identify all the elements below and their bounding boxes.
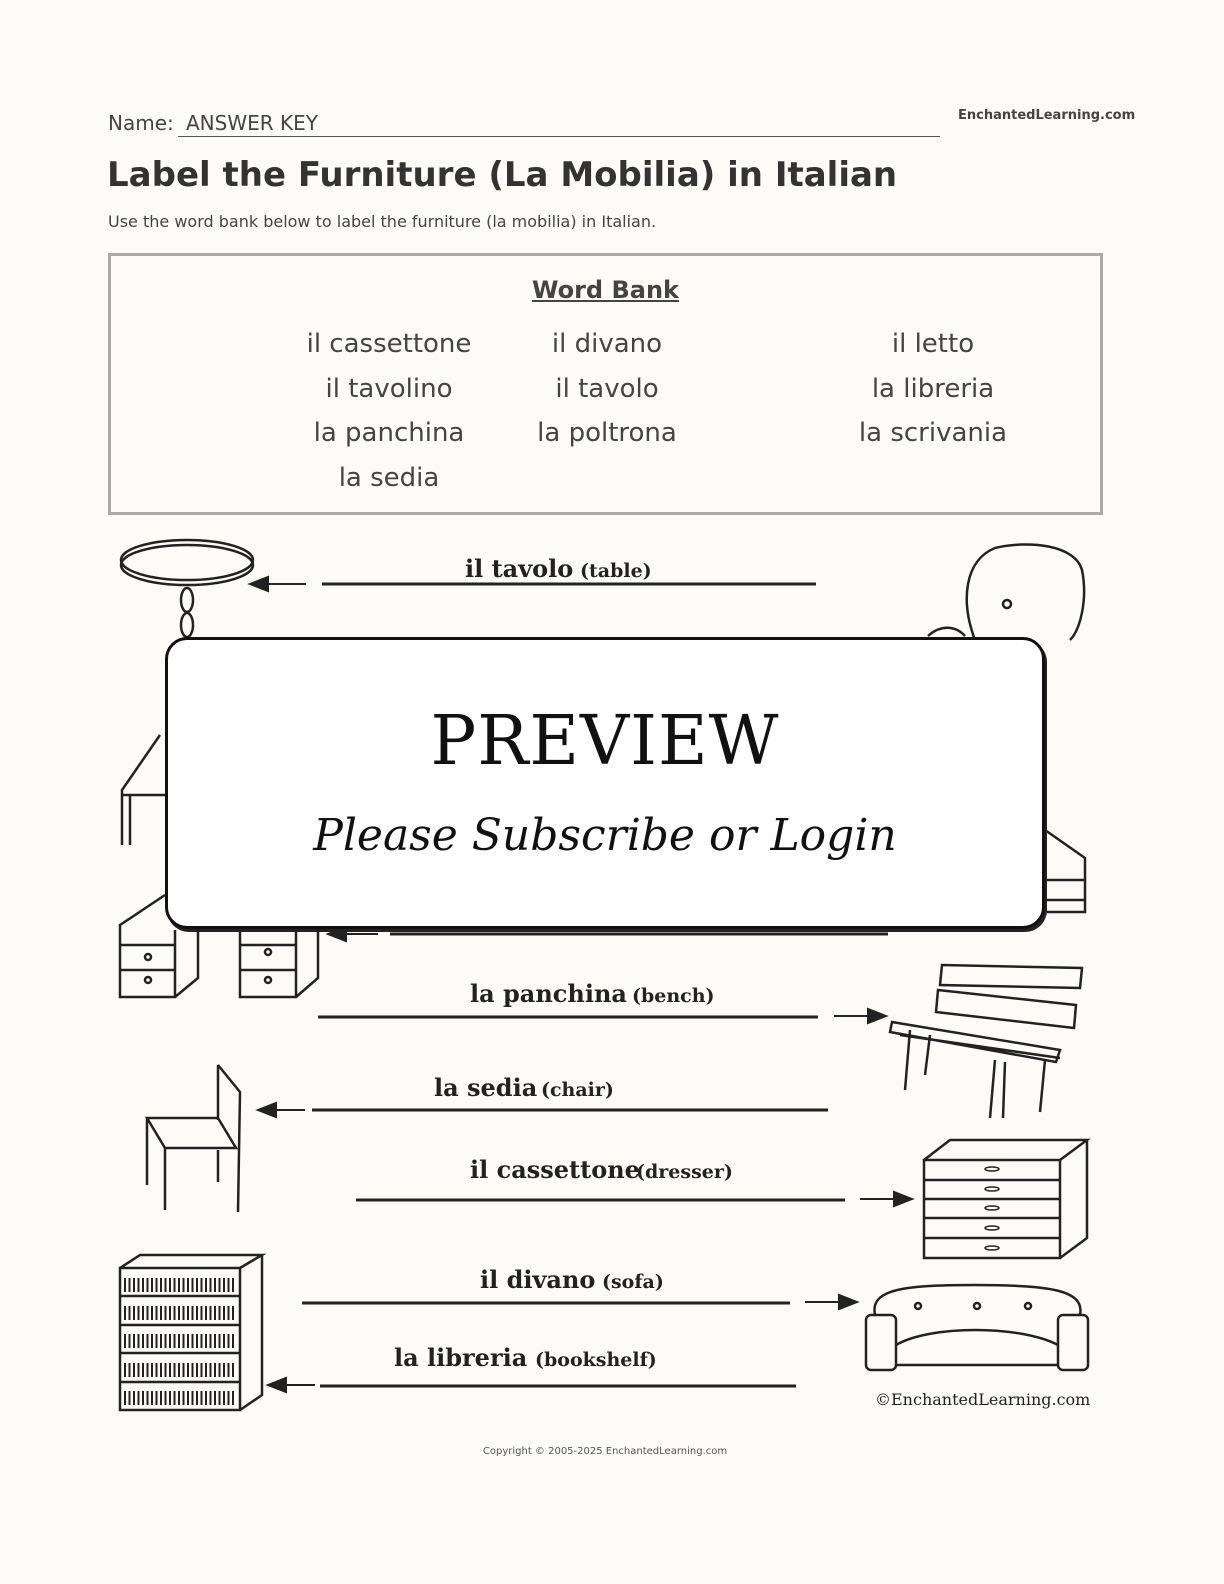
- word-bank-item: il tavolino: [325, 373, 453, 404]
- word-bank-item: la poltrona: [537, 418, 677, 449]
- word-bank-item: la scrivania: [858, 418, 1008, 449]
- bench-drawing: [888, 963, 1084, 1119]
- word-bank-item: il letto: [891, 329, 975, 359]
- desk-drawing: [118, 734, 1087, 999]
- brand-link[interactable]: EnchantedLearning.com: [958, 108, 1136, 123]
- chair-drawing: [144, 1064, 242, 1213]
- image-credit: ©EnchantedLearning.com: [875, 1390, 1090, 1409]
- label-italian: la sedia: [434, 1073, 537, 1102]
- armchair-drawing: [927, 543, 1086, 641]
- label-english: (dresser): [636, 1161, 733, 1183]
- table-drawing: [119, 538, 255, 639]
- label-english: (sofa): [602, 1271, 664, 1293]
- word-bank-column-1: il cassettone il tavolino la panchina la…: [224, 322, 554, 500]
- arrow-icons: [247, 575, 915, 1394]
- footer-copyright: Copyright © 2005-2025 EnchantedLearning.…: [482, 1446, 728, 1457]
- word-bank-item: la panchina: [313, 418, 465, 449]
- word-bank-title: Word Bank: [531, 276, 679, 304]
- bookshelf-drawing: [118, 1253, 267, 1412]
- word-bank-item: la sedia: [338, 462, 440, 493]
- label-italian: la panchina: [470, 979, 627, 1008]
- word-bank-item: il cassettone: [306, 329, 472, 359]
- word-bank: Word Bank il cassettone il tavolino la p…: [108, 253, 1103, 515]
- label-english: (table): [580, 560, 652, 582]
- label-english: (chair): [541, 1079, 614, 1101]
- name-label: Name:: [108, 111, 174, 135]
- preview-overlay[interactable]: PREVIEW Please Subscribe or Login: [165, 637, 1045, 929]
- word-bank-item: il tavolo: [555, 373, 659, 404]
- label-english: (bench): [632, 985, 715, 1007]
- preview-title: PREVIEW: [430, 702, 780, 781]
- word-bank-column-3: il letto la libreria la scrivania: [768, 322, 1098, 456]
- instructions: Use the word bank below to label the fur…: [108, 212, 657, 231]
- word-bank-column-2: il divano il tavolo la poltrona: [442, 322, 772, 456]
- label-italian: il tavolo: [465, 554, 573, 583]
- word-bank-item: il divano: [551, 329, 663, 359]
- page-title: Label the Furniture (La Mobilia) in Ital…: [107, 155, 898, 195]
- dresser-drawing: [922, 1138, 1091, 1260]
- label-italian: la libreria: [394, 1343, 527, 1372]
- word-bank-item: la libreria: [871, 373, 995, 404]
- label-italian: il divano: [480, 1265, 595, 1294]
- label-italian: il cassettone: [470, 1155, 640, 1184]
- subscribe-login-link[interactable]: Please Subscribe or Login: [313, 810, 897, 861]
- label-english: (bookshelf): [535, 1349, 657, 1371]
- sofa-drawing: [864, 1283, 1090, 1372]
- name-field[interactable]: ANSWER KEY: [178, 111, 940, 137]
